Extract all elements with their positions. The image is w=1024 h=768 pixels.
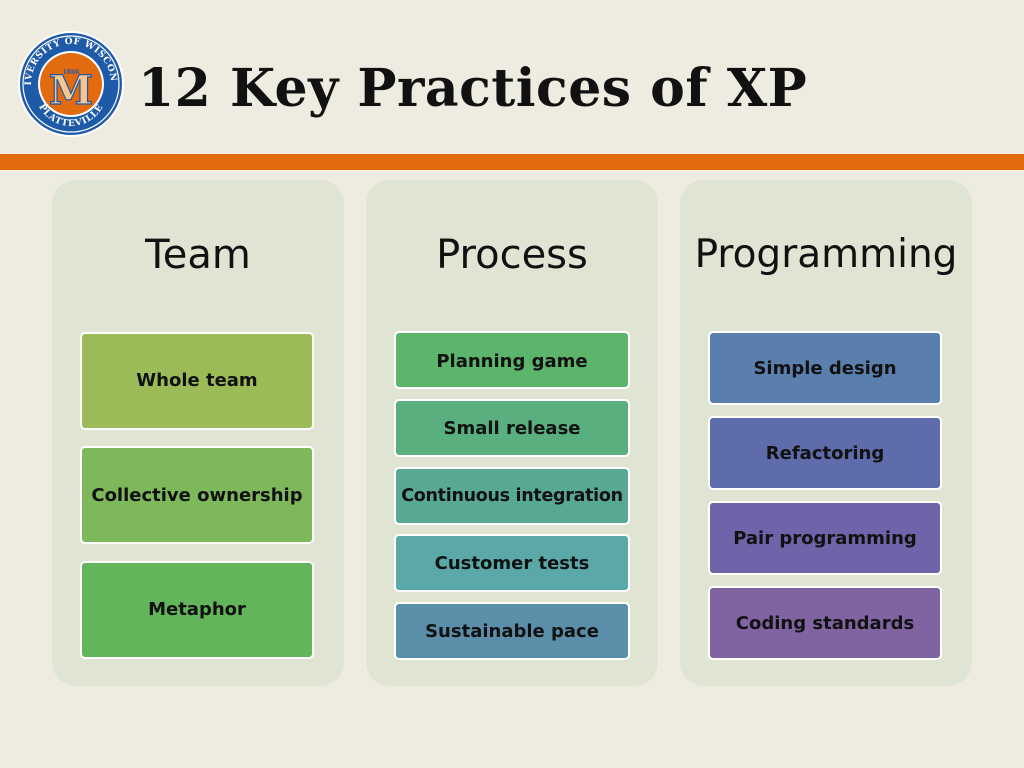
- column-heading-programming: Programming: [694, 232, 958, 277]
- column-process: Process Planning game Small release Cont…: [366, 180, 658, 686]
- practice-box-customer-tests: Customer tests: [394, 534, 630, 592]
- practice-box-simple-design: Simple design: [708, 331, 942, 405]
- logo-letter: M: [49, 67, 93, 114]
- slide-title: 12 Key Practices of XP: [138, 58, 808, 119]
- practice-box-sustainable-pace: Sustainable pace: [394, 602, 630, 660]
- practice-box-coding-standards: Coding standards: [708, 586, 942, 660]
- practice-box-collective-ownership: Collective ownership: [80, 446, 314, 544]
- practice-box-pair-programming: Pair programming: [708, 501, 942, 575]
- column-heading-process: Process: [436, 232, 588, 278]
- accent-bar: [0, 154, 1024, 170]
- practice-box-planning-game: Planning game: [394, 331, 630, 389]
- column-team: Team Whole team Collective ownership Met…: [52, 180, 344, 686]
- university-logo: UNIVERSITY OF WISCONSIN PLATTEVILLE M 18…: [17, 30, 124, 137]
- practice-box-metaphor: Metaphor: [80, 561, 314, 659]
- practice-box-whole-team: Whole team: [80, 332, 314, 430]
- column-heading-team: Team: [145, 232, 251, 278]
- column-programming: Programming Simple design Refactoring Pa…: [680, 180, 972, 686]
- practice-box-refactoring: Refactoring: [708, 416, 942, 490]
- logo-year: 1866: [63, 69, 80, 76]
- practice-box-continuous-integration: Continuous integration: [394, 467, 630, 525]
- practice-box-small-release: Small release: [394, 399, 630, 457]
